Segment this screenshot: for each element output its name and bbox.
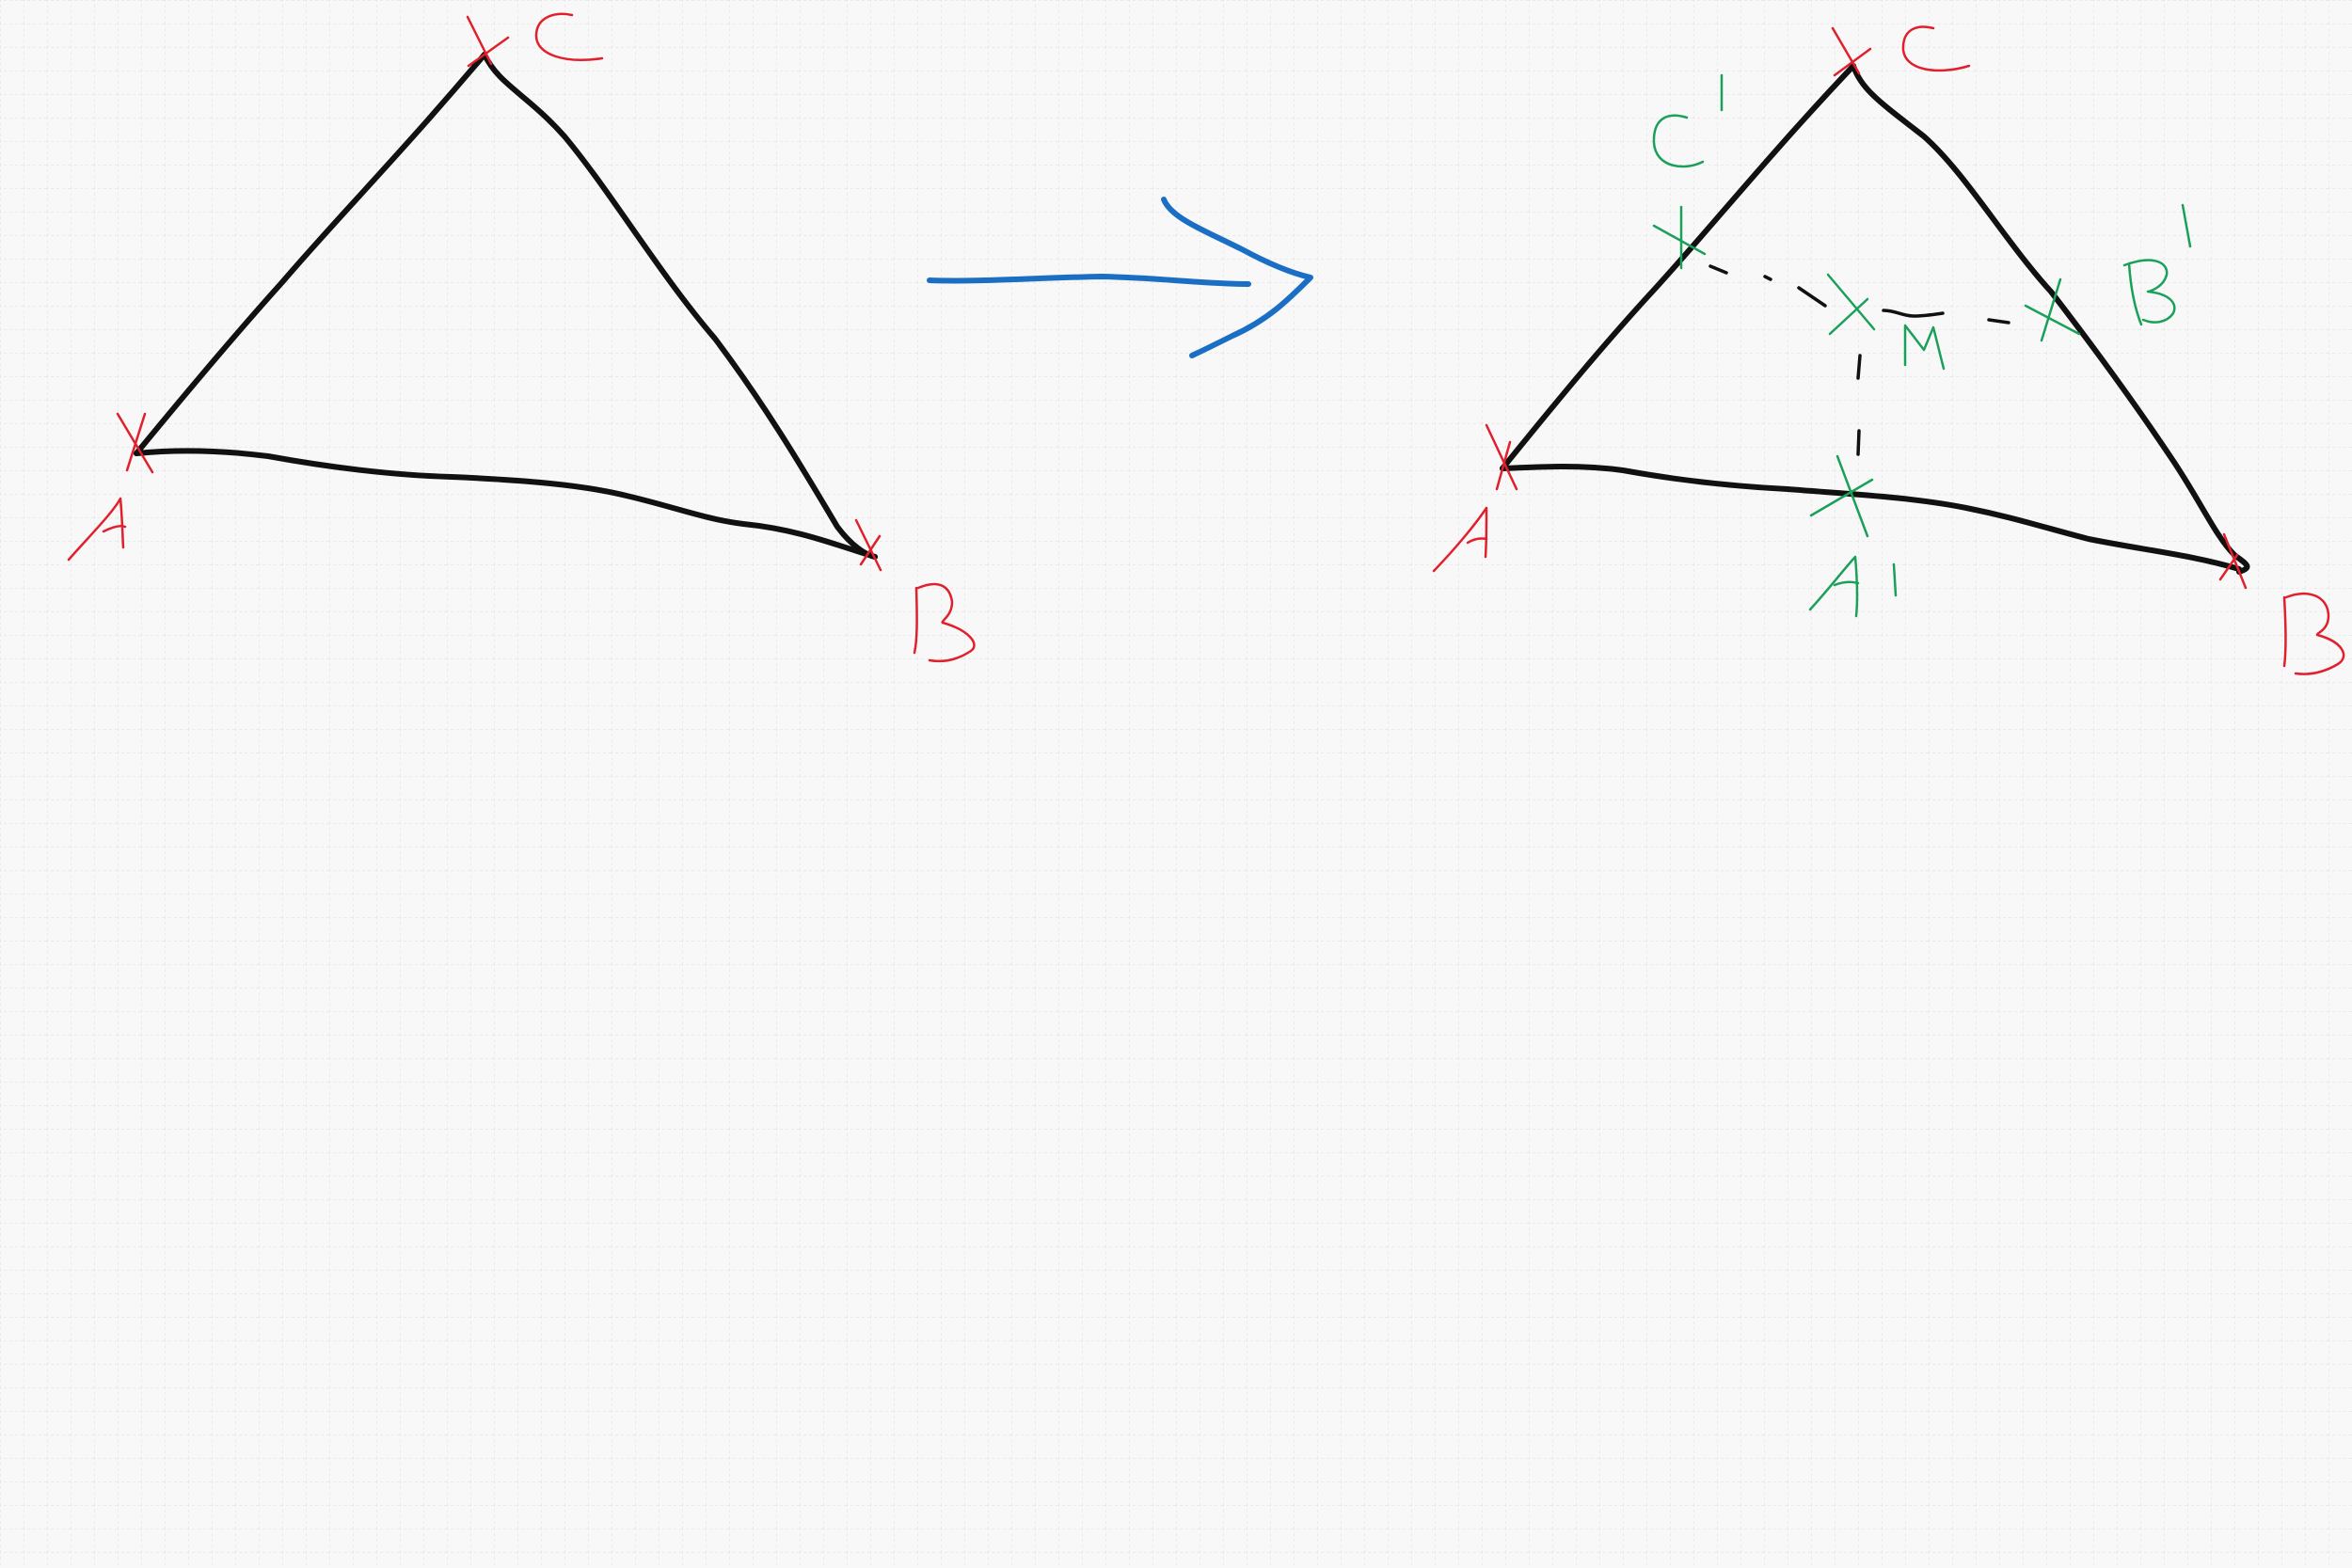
midline-m-to-b-prime-dash-1 [1882, 309, 1945, 318]
letter-a-stroke [1808, 555, 1860, 618]
midline-c-prime-to-m-dash-2 [1763, 275, 1772, 281]
cross-icon [1826, 273, 1876, 336]
right-label-c: C [1901, 25, 1971, 72]
letter-b-stroke [2282, 592, 2345, 675]
letter-b-stroke [2122, 259, 2176, 326]
arrow-head-icon [1161, 197, 1313, 358]
cross-icon [1652, 205, 1707, 270]
midpoint-c-prime-mark [1652, 205, 1707, 270]
letter-c-stroke [1652, 114, 1705, 168]
letter-a-stroke [67, 497, 127, 562]
prime-mark [1892, 562, 1898, 597]
label-b-prime: B' [2122, 203, 2192, 326]
left-side-cb [482, 52, 878, 560]
midpoint-b-prime-mark [2024, 277, 2081, 342]
label-c-prime: C' [1652, 73, 1724, 168]
letter-b-stroke [913, 582, 976, 663]
letter-a-stroke [1432, 506, 1488, 573]
right-label-b: B [2282, 592, 2345, 675]
midline-c-prime-to-m-dash-1 [1708, 264, 1728, 275]
right-vertex-c-mark [1831, 26, 1872, 77]
prime-mark [2181, 203, 2192, 248]
cross-icon [466, 15, 510, 68]
letter-c-stroke [1901, 25, 1971, 72]
midline-c-prime-to-m-dash-3 [1797, 286, 1827, 308]
label-m-text: M [1919, 347, 1920, 349]
cross-icon [1831, 26, 1872, 77]
letter-c-stroke [534, 12, 604, 61]
right-vertex-a-mark [1485, 423, 1518, 491]
cross-icon [1485, 423, 1518, 491]
letter-m-stroke [1903, 324, 1946, 371]
left-label-c: C [534, 12, 604, 61]
label-a-prime: A' [1808, 555, 1898, 618]
right-vertex-b-mark [2218, 532, 2248, 590]
left-triangle [134, 52, 878, 560]
left-vertex-c-mark [466, 15, 510, 68]
midpoint-a-prime-mark [1809, 454, 1874, 538]
midline-m-to-b-prime-dash-2 [1987, 318, 2010, 325]
right-side-ca [1500, 63, 1856, 471]
right-side-ab [1500, 464, 2242, 572]
left-vertex-a-mark [116, 412, 154, 474]
cross-icon [1809, 454, 1874, 538]
left-side-ca [134, 52, 487, 456]
right-label-a: A [1432, 506, 1488, 573]
left-label-a: A [67, 497, 127, 562]
cross-icon [116, 412, 154, 474]
left-label-b: B [913, 582, 976, 663]
center-m-mark [1826, 273, 1876, 336]
left-side-ab [134, 448, 878, 560]
cross-icon [2024, 277, 2081, 342]
right-midlines [1708, 264, 2010, 456]
cross-icon [2218, 532, 2248, 590]
midline-m-to-a-prime-dash-2 [1856, 429, 1861, 456]
arrow-shaft [927, 274, 1251, 287]
cross-icon [854, 518, 882, 572]
transform-arrow: right [927, 197, 1313, 358]
left-vertex-b-mark [854, 518, 882, 572]
midline-m-to-a-prime-dash-1 [1856, 354, 1862, 380]
label-m: M [1903, 324, 1946, 371]
